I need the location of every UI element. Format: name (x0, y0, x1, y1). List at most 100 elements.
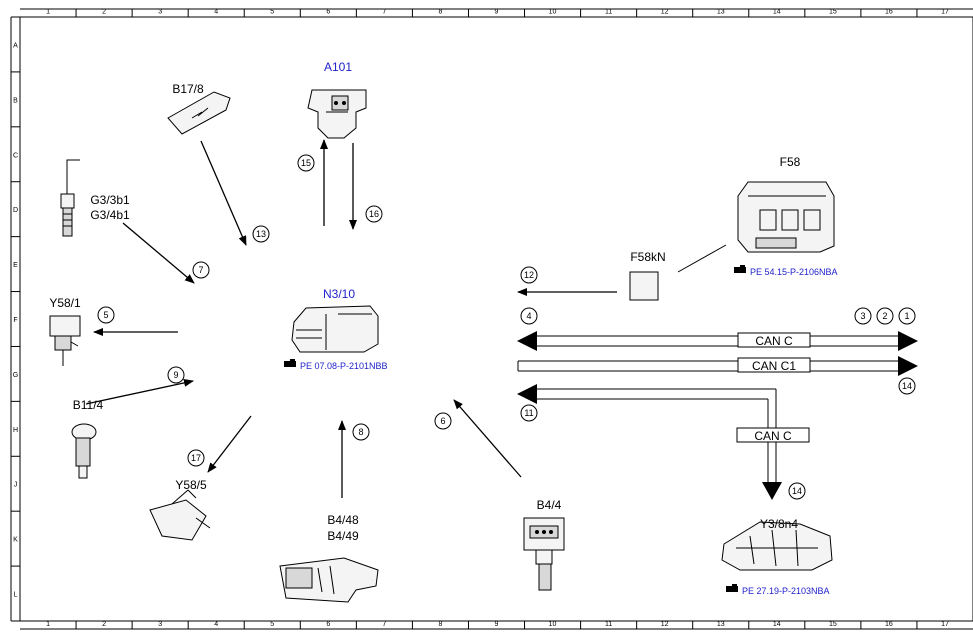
b4-4-label: B4/4 (537, 498, 562, 512)
reference-pointer-icon (726, 584, 738, 592)
n3-10-reference-text: PE 07.08-P-2101NBB (300, 361, 388, 371)
signal-callout-5: 5 (97, 306, 115, 324)
b4-4-sensor-icon (523, 517, 565, 591)
signal-callout-13: 13 (252, 225, 270, 243)
grid-column-label: 4 (214, 9, 218, 16)
grid-row-label: K (13, 537, 18, 544)
signal-callout-1: 1 (898, 307, 916, 325)
grid-column-label: 14 (773, 621, 781, 628)
g3-3b1-label: G3/3b1 (90, 193, 130, 207)
callout-circle (192, 261, 210, 279)
n3-10-control-unit-icon (291, 305, 379, 353)
callout-number: 1 (904, 311, 909, 321)
f58-reference[interactable]: PE 54.15-P-2106NBA (734, 265, 838, 277)
n3-10-reference[interactable]: PE 07.08-P-2101NBB (284, 359, 388, 371)
grid-column-label: 10 (549, 621, 557, 628)
reference-pointer-icon (734, 265, 746, 273)
can-c-branch-label-box (736, 427, 810, 443)
grid-row-label: G (13, 372, 18, 379)
callout-circle (297, 154, 315, 172)
callout-circle (788, 482, 806, 500)
callout-number: 17 (191, 453, 201, 463)
grid-column-label: 6 (326, 621, 330, 628)
grid-ticks: 1122334455667788991010111112121313141415… (11, 9, 949, 629)
b17-8-label: B17/8 (172, 82, 204, 96)
callout-number: 15 (301, 158, 311, 168)
grid-row-label: L (14, 592, 18, 599)
signal-callout-11: 11 (520, 404, 538, 422)
signal-callout-17: 17 (187, 449, 205, 467)
callout-number: 6 (440, 416, 445, 426)
f58-reference-text: PE 54.15-P-2106NBA (750, 267, 838, 277)
grid-column-label: 9 (495, 9, 499, 16)
callout-circle (365, 205, 383, 223)
f58-label: F58 (780, 155, 801, 169)
grid-column-label: 8 (438, 9, 442, 16)
callout-circle (520, 266, 538, 284)
callout-circle (252, 225, 270, 243)
grid-column-label: 13 (717, 621, 725, 628)
grid-column-label: 3 (158, 9, 162, 16)
grid-row-label: D (13, 207, 18, 214)
y58-5-valve-icon (149, 489, 211, 541)
grid-column-label: 3 (158, 621, 162, 628)
callout-circle (520, 307, 538, 325)
callout-circle (876, 307, 894, 325)
grid-column-label: 5 (270, 621, 274, 628)
frame-border (19, 16, 973, 622)
callout-number: 13 (256, 229, 266, 239)
can-c-branch-label: CAN C (754, 429, 792, 443)
signal-callout-12: 12 (520, 266, 538, 284)
signal-callout-9: 9 (167, 366, 185, 384)
y3-8n4-reference-text: PE 27.19-P-2103NBA (742, 586, 830, 596)
grid-column-label: 16 (885, 9, 893, 16)
b11-4-sensor-icon (71, 423, 97, 479)
grid-column-label: 6 (326, 9, 330, 16)
arrow-9 (85, 378, 194, 405)
arrow-7 (122, 222, 195, 284)
can-c-bus-line (517, 331, 918, 351)
grid-column-label: 4 (214, 621, 218, 628)
f58-f58kn-leader-line (677, 244, 727, 273)
callout-number: 3 (860, 311, 865, 321)
callout-number: 14 (902, 381, 912, 391)
grid-column-label: 8 (438, 621, 442, 628)
callout-number: 4 (526, 311, 531, 321)
reference-pointer-icon (284, 359, 296, 367)
y58-5-label: Y58/5 (175, 478, 207, 492)
y58-1-label: Y58/1 (49, 296, 81, 310)
callout-number: 9 (173, 370, 178, 380)
signal-callout-6: 6 (434, 412, 452, 430)
callout-number: 16 (369, 209, 379, 219)
grid-column-label: 5 (270, 9, 274, 16)
y3-8n4-reference[interactable]: PE 27.19-P-2103NBA (726, 584, 830, 596)
g3-4b1-label: G3/4b1 (90, 208, 130, 222)
signal-callout-4: 4 (520, 307, 538, 325)
can-c1-bus-label-box (737, 357, 811, 373)
grid-column-label: 1 (46, 9, 50, 16)
grid-row-label: F (13, 317, 17, 324)
grid-column-label: 10 (549, 9, 557, 16)
signal-callout-14: 14 (898, 377, 916, 395)
grid-column-label: 7 (382, 9, 386, 16)
grid-column-label: 14 (773, 9, 781, 16)
callout-circle (187, 449, 205, 467)
callout-circle (898, 377, 916, 395)
f58kn-label: F58kN (630, 250, 665, 264)
signal-callout-7: 7 (192, 261, 210, 279)
arrow-13 (200, 140, 247, 246)
b17-8-sensor-icon (167, 91, 231, 135)
callout-number: 8 (358, 427, 363, 437)
y58-1-valve-icon (49, 315, 81, 366)
callout-number: 14 (792, 486, 802, 496)
can-c1-bus-label: CAN C1 (752, 359, 796, 373)
oxygen-sensor-icon (60, 159, 80, 237)
grid-row-label: E (13, 262, 18, 269)
grid-row-label: H (13, 427, 18, 434)
y3-8n4-module-icon (721, 521, 833, 571)
can-c1-bus-line (517, 356, 918, 376)
callout-number: 11 (524, 408, 533, 418)
can-c-branch-line (517, 384, 782, 500)
